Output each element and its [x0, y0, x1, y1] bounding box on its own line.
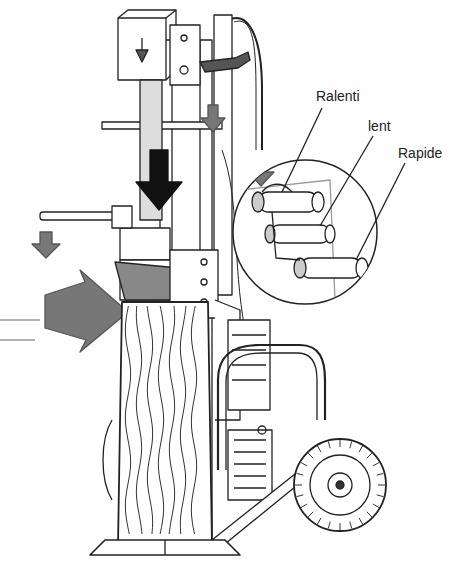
bark-line: [180, 306, 186, 534]
tread-mark: [359, 518, 363, 524]
bark-line: [136, 306, 142, 534]
tread-mark: [378, 485, 385, 486]
tread-mark: [295, 485, 302, 486]
tread-mark: [308, 453, 313, 458]
tread-mark: [308, 512, 313, 517]
tread-mark: [359, 446, 363, 452]
tread-mark: [301, 463, 307, 467]
bark-line: [147, 306, 153, 534]
position-label: Rapide: [398, 145, 442, 161]
tread-mark: [297, 473, 304, 475]
tread-mark: [318, 446, 322, 452]
bark-line: [158, 306, 163, 534]
tread-mark: [377, 495, 384, 497]
tread-mark: [328, 442, 330, 449]
tread-mark: [367, 512, 372, 517]
tread-mark: [367, 453, 372, 458]
tread-mark: [350, 522, 352, 529]
tread-mark: [340, 440, 341, 447]
bark-line: [191, 306, 196, 534]
bark-line: [125, 306, 130, 534]
tread-mark: [328, 522, 330, 529]
tread-mark: [373, 463, 379, 467]
tread-mark: [297, 495, 304, 497]
tread-mark: [373, 504, 379, 508]
tread-mark: [340, 523, 341, 530]
tread-mark: [318, 518, 322, 524]
tread-mark: [350, 442, 352, 449]
tread-mark: [301, 504, 307, 508]
position-label: lent: [368, 118, 391, 134]
position-label: Ralenti: [316, 88, 360, 104]
bark-line: [169, 306, 175, 534]
tread-mark: [377, 473, 384, 475]
